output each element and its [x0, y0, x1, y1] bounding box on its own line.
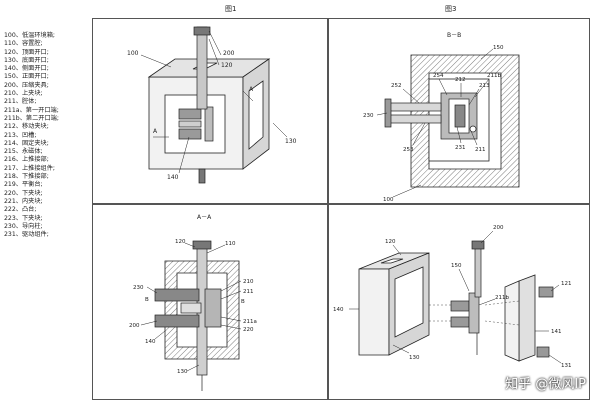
clamp-assembly [450, 240, 554, 358]
clamp-assembly [178, 26, 214, 184]
figure-1-panel: 100 200 120 A A 130 140 [92, 18, 328, 204]
label-100: 100 [127, 50, 139, 57]
label-211b: 211b [487, 73, 501, 79]
legend-item: 130、底面开口; [4, 56, 49, 64]
label-254: 254 [433, 73, 444, 79]
label-131: 131 [561, 363, 572, 369]
figure-1-title: 图1 [225, 5, 237, 13]
legend-item: 211a、第一开口端; [4, 106, 59, 114]
label-253: 253 [403, 147, 414, 153]
legend-item: 223、下夹块; [4, 214, 43, 222]
legend-item: 215、永磁体; [4, 148, 43, 156]
label-230: 230 [133, 285, 144, 291]
figure-4-drawing: 120 200 150 211b 121 140 141 130 131 [333, 225, 572, 369]
label-141: 141 [551, 329, 562, 335]
label-130: 130 [285, 138, 297, 145]
legend-item: 150、正面开口; [4, 73, 49, 81]
figure-1-drawing: 100 200 120 A A 130 140 [127, 26, 297, 184]
label-140: 140 [333, 307, 344, 313]
clamp-section [384, 92, 478, 140]
legend-item: 100、低温环境箱; [4, 32, 56, 39]
legend-item: 214、固定夹块; [4, 139, 49, 147]
legend-item: 120、顶面开口; [4, 48, 49, 56]
legend-item: 219、平衡台; [4, 181, 43, 189]
label-section-a-right: A [249, 86, 254, 93]
label-120: 120 [175, 239, 186, 245]
reference-legend: 100、低温环境箱; 110、容置腔; 120、顶面开口; 130、底面开口; … [4, 32, 88, 239]
label-200: 200 [129, 323, 140, 329]
label-110: 110 [225, 241, 236, 247]
figure-2-drawing: A－A 120 110 230 [129, 214, 257, 391]
legend-item: 218、下推接部; [4, 173, 49, 181]
figure-3-title: 图3 [445, 5, 457, 13]
legend-item: 216、上推接部; [4, 156, 49, 164]
figure-4-panel: 120 200 150 211b 121 140 141 130 131 [328, 204, 590, 400]
label-211: 211 [243, 289, 254, 295]
legend-item: 222、凸台; [4, 206, 37, 214]
label-140: 140 [145, 339, 156, 345]
label-212: 212 [455, 77, 466, 83]
label-211a: 211a [243, 319, 257, 325]
figure-2-panel: A－A 120 110 230 [92, 204, 328, 400]
label-210: 210 [243, 279, 254, 285]
label-130: 130 [177, 369, 188, 375]
label-100: 100 [383, 197, 394, 203]
watermark: 知乎 @微风IP [505, 377, 586, 392]
legend-item: 200、压缩夹具; [4, 81, 49, 89]
label-140: 140 [167, 174, 179, 181]
legend-item: 217、上推接组件; [4, 164, 56, 172]
figure-3-drawing: B－B 150 252 [363, 32, 520, 203]
figure-3-panel: B－B 150 252 [328, 18, 590, 204]
label-120: 120 [385, 239, 396, 245]
legend-item: 211、腔体; [4, 98, 37, 106]
legend-item: 211b、第二开口端; [4, 114, 59, 122]
section-bb-title: B－B [447, 32, 461, 39]
label-section-a-left: A [153, 128, 158, 135]
legend-item: 110、容置腔; [4, 40, 43, 48]
label-section-b-left: B [145, 297, 149, 303]
legend-item: 230、导向柱; [4, 222, 43, 230]
legend-item: 210、上夹块; [4, 90, 43, 98]
label-150: 150 [451, 263, 462, 269]
label-section-b-right: B [241, 299, 245, 305]
legend-item: 213、凹槽; [4, 131, 37, 139]
legend-item: 221、内夹块; [4, 197, 43, 205]
label-121: 121 [561, 281, 572, 287]
label-220: 220 [243, 327, 254, 333]
legend-item: 212、移动夹块; [4, 123, 49, 131]
label-211b: 211b [495, 295, 509, 301]
label-200: 200 [223, 50, 235, 57]
label-211: 211 [475, 147, 486, 153]
label-130: 130 [409, 355, 420, 361]
legend-item: 140、侧面开口; [4, 65, 49, 73]
legend-item: 231、驱动组件; [4, 231, 49, 239]
label-213: 213 [479, 83, 490, 89]
label-120: 120 [221, 62, 233, 69]
label-252: 252 [391, 83, 402, 89]
clamp-section [154, 240, 222, 391]
label-200: 200 [493, 225, 504, 231]
label-150: 150 [493, 45, 504, 51]
label-231: 231 [455, 145, 466, 151]
section-aa-title: A－A [197, 214, 212, 221]
label-230: 230 [363, 113, 374, 119]
legend-item: 220、下夹块; [4, 189, 43, 197]
